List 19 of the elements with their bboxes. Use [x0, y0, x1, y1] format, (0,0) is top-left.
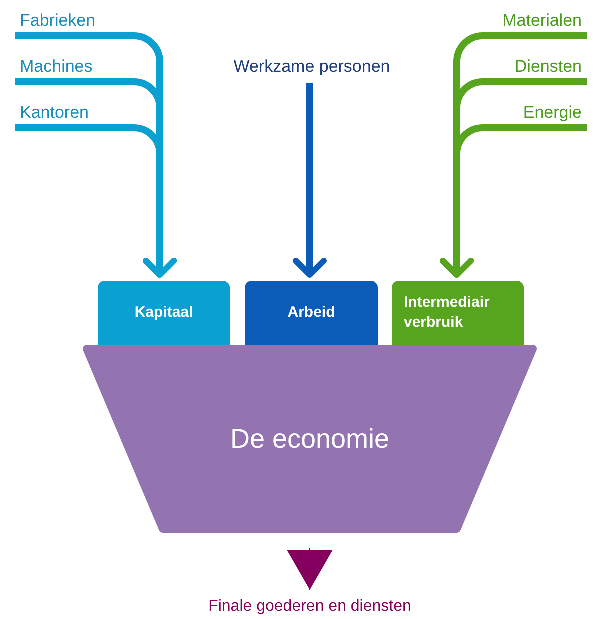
- input-box: [98, 281, 230, 345]
- funnel-title: De economie: [230, 423, 390, 456]
- flow-label: Machines: [20, 56, 93, 78]
- flow-label: Diensten: [514, 56, 582, 78]
- flow-label: Materialen: [502, 10, 582, 32]
- flow-label: Fabrieken: [20, 10, 96, 32]
- flow-arrow: [440, 124, 587, 278]
- input-box: [392, 281, 524, 345]
- box-label: Intermediair verbruik: [404, 293, 491, 333]
- flow-arrow: [15, 124, 177, 278]
- triangle-arrow: [287, 548, 333, 590]
- flow-label: Energie: [523, 102, 582, 124]
- flow-arrow: [293, 83, 327, 278]
- flow-label: Werkzame personen: [234, 56, 390, 78]
- box-label: Arbeid: [288, 303, 336, 323]
- flow-label: Finale goederen en diensten: [208, 597, 412, 617]
- flow-label: Kantoren: [20, 102, 89, 124]
- input-box: [245, 281, 378, 345]
- box-label: Kapitaal: [134, 303, 194, 323]
